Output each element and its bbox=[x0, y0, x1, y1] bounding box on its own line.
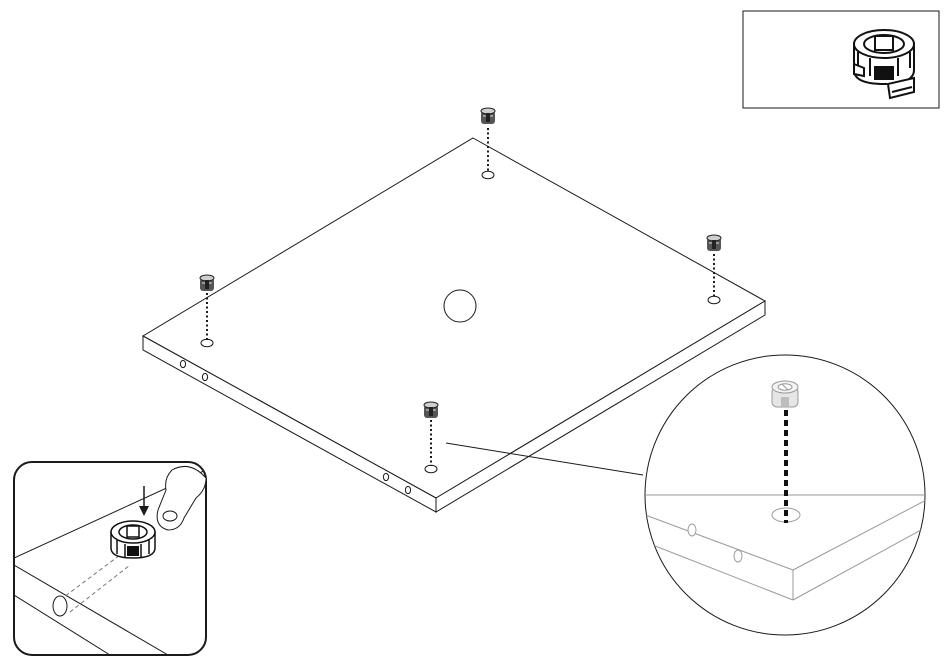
edge-hole bbox=[405, 486, 410, 493]
part-reference-box bbox=[743, 11, 939, 108]
cam-lock-icon bbox=[707, 235, 721, 251]
cam-hole bbox=[482, 171, 494, 179]
center-hole bbox=[444, 290, 476, 322]
cam-lock-icon bbox=[481, 108, 495, 124]
edge-hole bbox=[383, 473, 388, 480]
cam-lock-icon bbox=[111, 521, 155, 558]
edge-hole bbox=[180, 360, 185, 367]
cam-lock-icon bbox=[200, 275, 214, 291]
cam-hole bbox=[425, 465, 437, 473]
hand-insert-inset bbox=[14, 462, 206, 655]
edge-hole bbox=[53, 596, 67, 616]
cam-hole bbox=[708, 296, 720, 304]
edge-hole bbox=[688, 524, 696, 536]
cam-lock-icon bbox=[772, 381, 798, 407]
zoom-detail bbox=[640, 355, 930, 635]
edge-hole bbox=[202, 373, 207, 380]
cam-hole bbox=[201, 339, 213, 347]
cam-lock-icon bbox=[424, 402, 438, 418]
edge-hole bbox=[734, 550, 742, 562]
